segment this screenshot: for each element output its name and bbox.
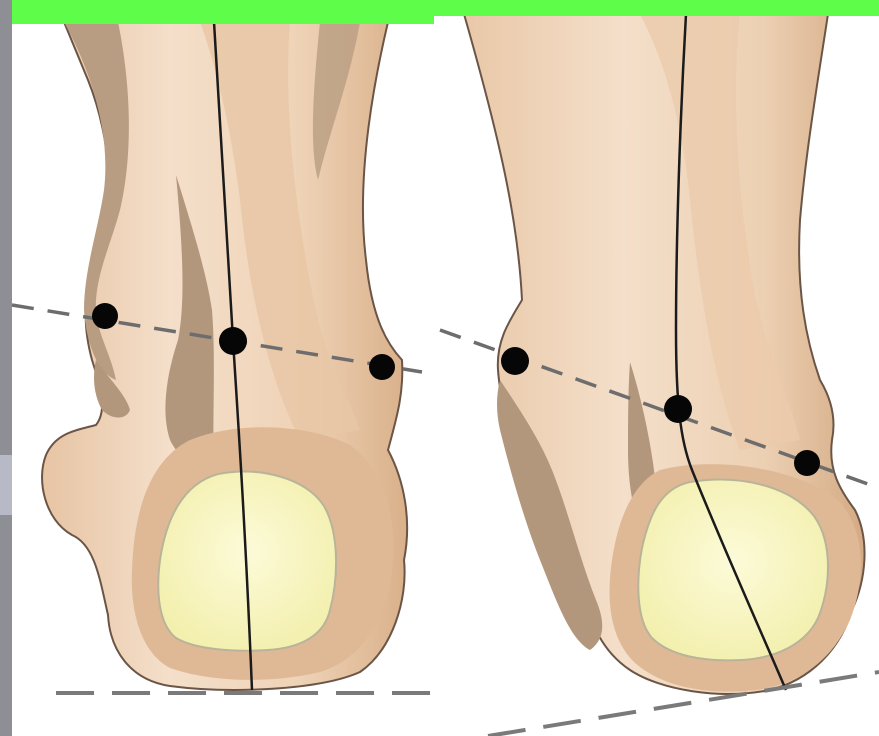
right-marker-outer [501, 347, 529, 375]
top-banner-right [434, 0, 879, 16]
left-border-strip [0, 0, 12, 736]
right-marker-inner [794, 450, 820, 476]
left-marker-center [219, 327, 247, 355]
left-foot [12, 22, 432, 693]
left-marker-inner [369, 354, 395, 380]
left-marker-outer [92, 303, 118, 329]
right-marker-center [664, 395, 692, 423]
top-banner-left [12, 0, 434, 24]
left-border-highlight [0, 455, 12, 515]
right-foot [440, 14, 879, 736]
